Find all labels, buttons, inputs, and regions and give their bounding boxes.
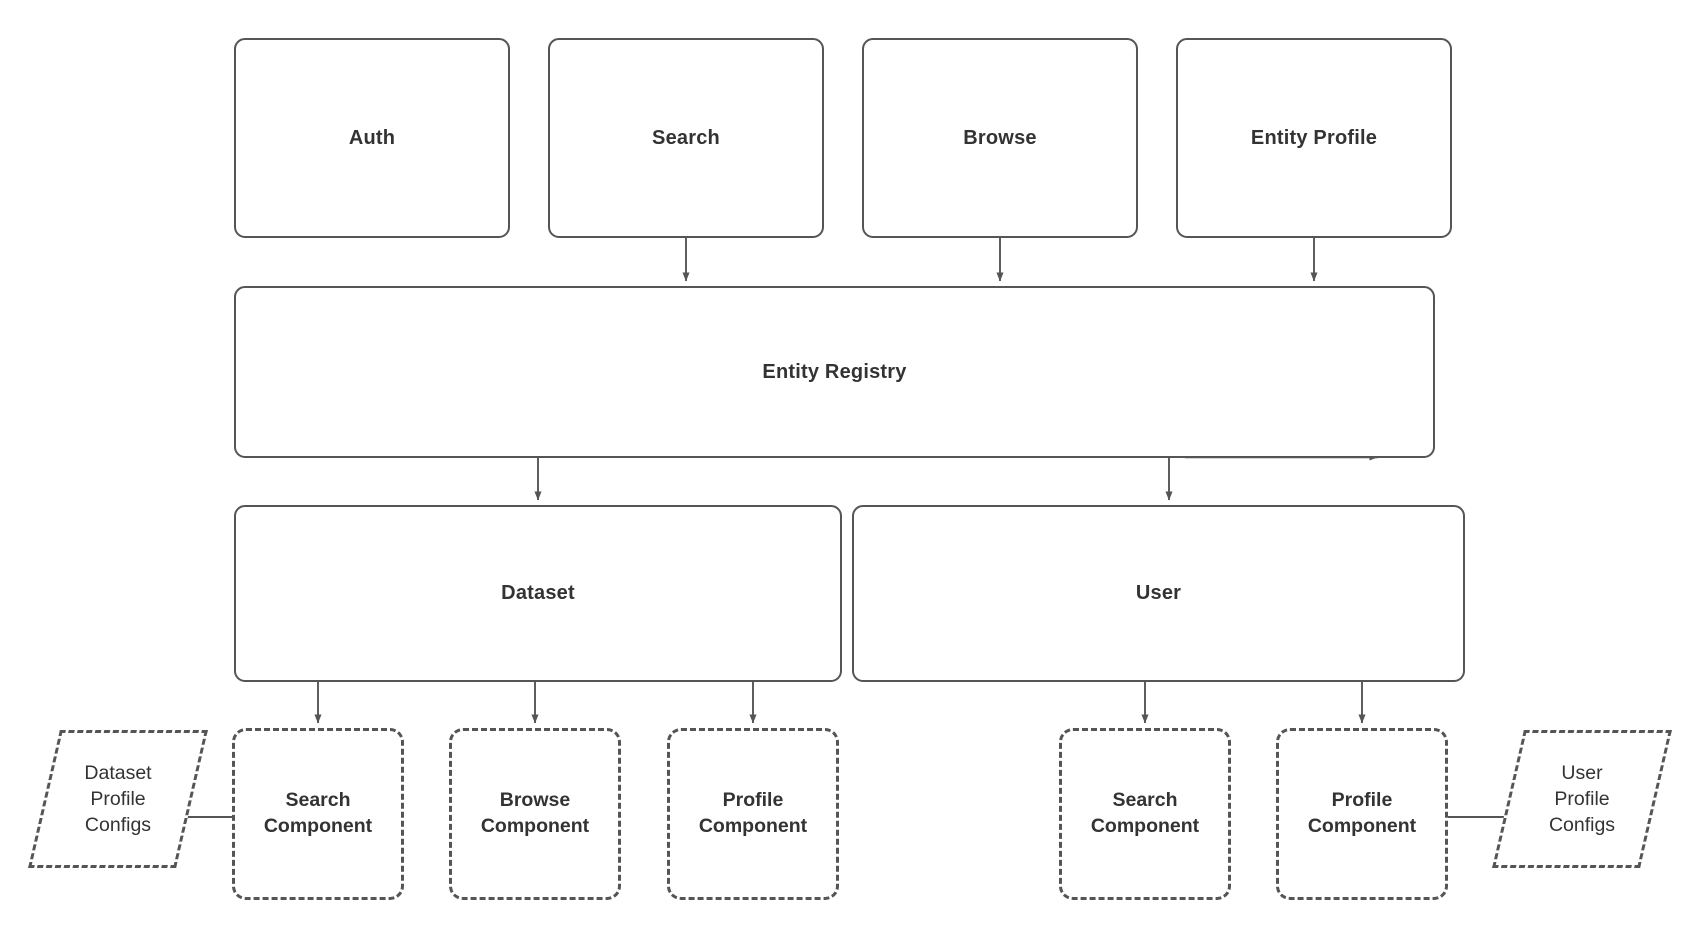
node-dataset-browse-component[interactable]: Browse Component (449, 728, 621, 900)
node-search[interactable]: Search (548, 38, 824, 238)
node-search-label: Search (652, 126, 720, 149)
node-entity-profile[interactable]: Entity Profile (1176, 38, 1452, 238)
node-dataset-search-component-label: Search Component (263, 789, 373, 837)
node-dataset-profile-component[interactable]: Profile Component (667, 728, 839, 900)
node-entity-registry-label: Entity Registry (762, 360, 907, 383)
node-user-label: User (1135, 582, 1182, 604)
node-dataset-browse-component-label: Browse Component (480, 789, 590, 837)
node-browse[interactable]: Browse (862, 38, 1138, 238)
node-user-profile-configs[interactable]: User Profile Configs (1492, 730, 1672, 868)
node-user-search-component[interactable]: Search Component (1059, 728, 1231, 900)
node-entity-registry[interactable]: Entity Registry (234, 286, 1435, 458)
node-entity-profile-label: Entity Profile (1250, 126, 1378, 149)
node-user-profile-component[interactable]: Profile Component (1276, 728, 1448, 900)
node-user-profile-component-label: Profile Component (1307, 789, 1417, 837)
node-auth-label: Auth (348, 126, 396, 149)
node-dataset-label: Dataset (501, 582, 575, 604)
node-user-profile-configs-label: User Profile Configs (1548, 761, 1616, 837)
node-dataset[interactable]: Dataset (234, 505, 842, 682)
node-dataset-profile-component-label: Profile Component (698, 789, 808, 837)
node-dataset-profile-configs[interactable]: Dataset Profile Configs (28, 730, 208, 868)
node-auth[interactable]: Auth (234, 38, 510, 238)
node-dataset-profile-configs-label: Dataset Profile Configs (84, 761, 152, 837)
node-browse-label: Browse (963, 126, 1037, 149)
node-user-search-component-label: Search Component (1090, 789, 1200, 837)
node-user[interactable]: User (852, 505, 1465, 682)
node-dataset-search-component[interactable]: Search Component (232, 728, 404, 900)
